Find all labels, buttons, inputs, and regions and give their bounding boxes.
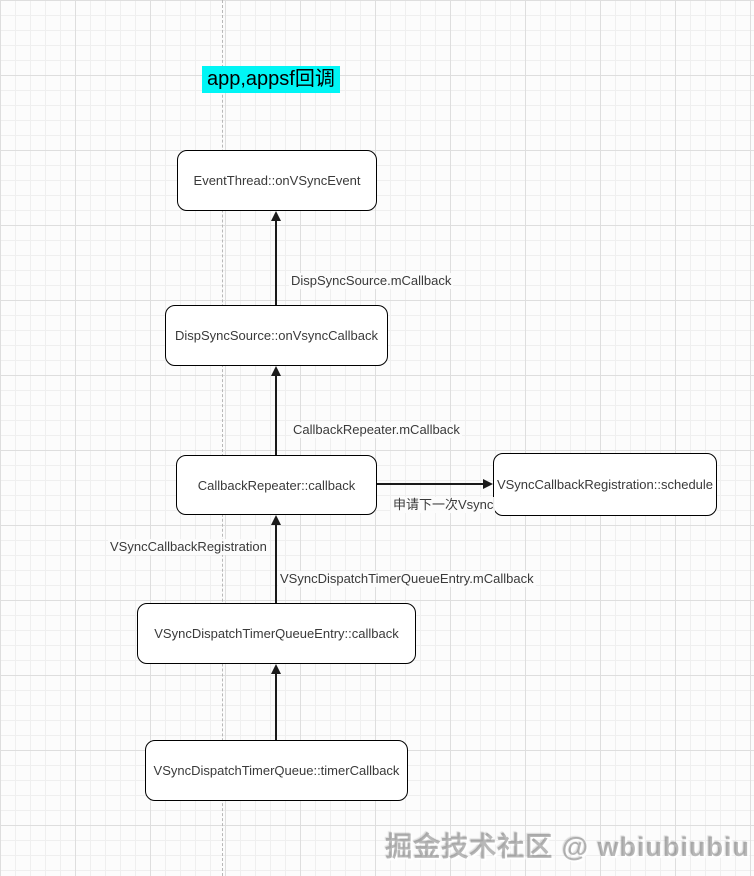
edge-label-vsynccallbackregistration: VSyncCallbackRegistration xyxy=(108,539,269,555)
arrowhead-up-icon xyxy=(271,515,281,525)
node-disp-sync-source[interactable]: DispSyncSource::onVsyncCallback xyxy=(165,305,388,366)
node-vsync-callback-registration-schedule[interactable]: VSyncCallbackRegistration::schedule xyxy=(493,453,717,516)
edge-label-request-next-vsync: 申请下一次Vsync xyxy=(391,497,496,513)
edge-label-dispsyncsource-mcallback: DispSyncSource.mCallback xyxy=(289,273,454,289)
node-vsync-dispatch-timer-queue-entry[interactable]: VSyncDispatchTimerQueueEntry::callback xyxy=(137,603,416,664)
arrowhead-up-icon xyxy=(271,664,281,674)
edge-label-callbackrepeater-mcallback: CallbackRepeater.mCallback xyxy=(291,422,462,438)
edge-label-timerqueueentry-mcallback: VSyncDispatchTimerQueueEntry.mCallback xyxy=(278,571,536,587)
edge-line-queue-to-entry xyxy=(275,673,277,740)
edge-line-repeater-to-dispsync xyxy=(275,375,277,455)
edge-line-dispsync-to-eventthread xyxy=(275,220,277,305)
arrowhead-right-icon xyxy=(483,479,493,489)
page-boundary-dashed-line xyxy=(222,0,223,876)
node-label: VSyncDispatchTimerQueue::timerCallback xyxy=(153,763,400,778)
watermark: 掘金技术社区 @ wbiubiubiu xyxy=(385,832,750,862)
node-label: VSyncDispatchTimerQueueEntry::callback xyxy=(154,626,399,641)
node-label: CallbackRepeater::callback xyxy=(197,477,356,493)
node-callback-repeater[interactable]: CallbackRepeater::callback xyxy=(176,455,377,515)
diagram-title: app,appsf回调 xyxy=(202,66,340,93)
node-vsync-dispatch-timer-queue[interactable]: VSyncDispatchTimerQueue::timerCallback xyxy=(145,740,408,801)
arrowhead-up-icon xyxy=(271,211,281,221)
node-label: VSyncCallbackRegistration::schedule xyxy=(496,477,714,492)
node-event-thread[interactable]: EventThread::onVSyncEvent xyxy=(177,150,377,211)
arrowhead-up-icon xyxy=(271,366,281,376)
node-label: DispSyncSource::onVsyncCallback xyxy=(174,328,379,343)
node-label: EventThread::onVSyncEvent xyxy=(193,173,361,188)
edge-line-repeater-to-schedule xyxy=(377,483,484,485)
edge-line-entry-to-repeater xyxy=(275,524,277,603)
